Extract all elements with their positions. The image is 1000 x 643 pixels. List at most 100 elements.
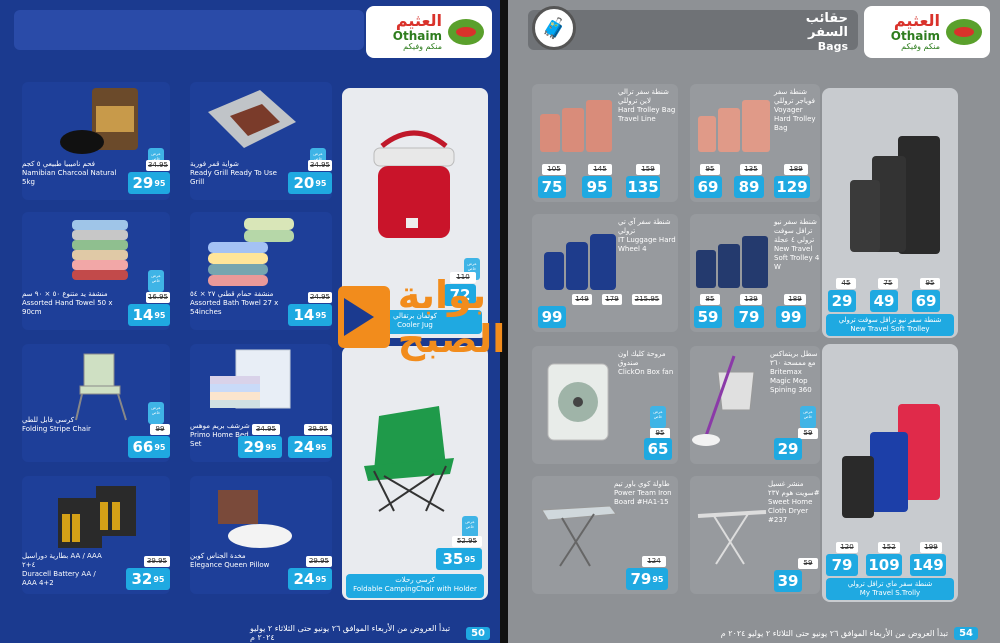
bed-set-icon bbox=[210, 349, 291, 409]
iron-board-icon bbox=[541, 505, 617, 567]
old-price: 179 bbox=[602, 294, 622, 305]
featured-label-ar: شنطة سفر ماي ترافل ترولي bbox=[847, 580, 933, 588]
featured-label-en: New Travel Soft Trolley bbox=[850, 325, 930, 334]
old-price: 95 bbox=[920, 278, 940, 289]
price-int: 29 bbox=[132, 174, 154, 192]
watermark-logo-icon bbox=[338, 286, 390, 348]
product-card-cloth-dryer[interactable]: منشر غسيل سويت هوم ٢٣٧# Sweet Home Cloth… bbox=[690, 476, 820, 594]
price-cents: 95 bbox=[652, 574, 664, 584]
footer-text: تبدأ العروض من الأربعاء الموافق ٢٦ يونيو… bbox=[720, 628, 949, 638]
product-card-chair[interactable]: كرسي قابل للطي Folding Stripe Chair عرض … bbox=[22, 344, 170, 462]
featured-label-en: Cooler Jug bbox=[397, 321, 433, 330]
old-price: 59 bbox=[798, 558, 818, 569]
luggage-set-icon bbox=[696, 236, 768, 288]
mop-bucket-icon bbox=[692, 355, 755, 446]
product-card-battery[interactable]: بطارية دوراسيل AA / AAA ٤+٢ Duracell Bat… bbox=[22, 476, 170, 594]
product-price: 39 bbox=[774, 570, 802, 592]
offer-tag: عرض خاص bbox=[800, 406, 816, 428]
product-name: منشفة حمام قطني ٢٧ × ٥٤ Assorted Bath To… bbox=[190, 290, 280, 317]
old-price: 135 bbox=[740, 164, 762, 175]
product-name-ar: شنطة سفر فوياجر تروللي bbox=[774, 88, 815, 106]
product-price: 69 bbox=[912, 290, 940, 312]
old-price: 34.95 bbox=[252, 424, 280, 435]
price-cents: 95 bbox=[265, 442, 277, 452]
product-card-bath-towel[interactable]: منشفة حمام قطني ٢٧ × ٥٤ Assorted Bath To… bbox=[190, 212, 332, 330]
product-card-hard-trolley[interactable]: شنطة سفر ترالي لاين تروللي Hard Trolley … bbox=[532, 84, 678, 202]
old-price: 95 bbox=[650, 428, 670, 439]
old-price: 99 bbox=[150, 424, 170, 435]
product-card-iron-board[interactable]: طاولة كوي باور تيم Power Team Iron Board… bbox=[532, 476, 678, 594]
page-number: 50 bbox=[466, 626, 490, 640]
product-price: 75 bbox=[538, 176, 566, 198]
featured-label: شنطة سفر ماي ترافل ترولي My Travel S.Tro… bbox=[826, 578, 954, 600]
product-price: 99 bbox=[538, 306, 566, 328]
watermark-text: بوابة الصبح bbox=[397, 273, 507, 361]
featured-my-travel-card[interactable]: 120 152 199 79 109 149 شنطة سفر ماي تراف… bbox=[822, 344, 958, 602]
othaim-mark-icon bbox=[946, 19, 982, 45]
charcoal-bag-icon bbox=[60, 88, 138, 154]
old-price: 139 bbox=[740, 294, 762, 305]
product-price: 79 bbox=[826, 554, 858, 576]
old-price: 16.95 bbox=[146, 292, 170, 303]
luggage-set-icon bbox=[540, 100, 612, 152]
product-name-ar: شنطة سفر آي تي ترولي bbox=[618, 218, 671, 236]
logo-tagline: منكم وفيكم bbox=[901, 41, 940, 51]
product-name: شرشف بريم موهس Primo Home Bed Set bbox=[190, 422, 250, 449]
product-name-en: New Travel Soft Trolley 4 W bbox=[774, 245, 820, 272]
old-price: 85 bbox=[700, 294, 720, 305]
product-name-ar: شرشف بريم موهس bbox=[190, 422, 250, 430]
old-price: 124 bbox=[642, 556, 666, 567]
product-name-ar: شنطة سفر ترالي لاين تروللي bbox=[618, 88, 669, 106]
product-card-mop[interactable]: سطل بريتماكس مع ممسحة ٣٦٠ Britemax Magic… bbox=[690, 346, 820, 464]
product-name-en: Hard Trolley Bag Travel Line bbox=[618, 106, 676, 124]
page-footer: تبدأ العروض من الأربعاء الموافق ٢٦ يونيو… bbox=[708, 623, 978, 643]
section-title: حقائب السفر Bags bbox=[788, 11, 848, 53]
product-name-en: Elegance Queen Pillow bbox=[190, 561, 270, 570]
product-name: مخدة الجناس كوين Elegance Queen Pillow bbox=[190, 552, 270, 570]
price-int: 24 bbox=[293, 438, 315, 456]
product-price: 65 bbox=[644, 438, 672, 460]
offer-tag: عرض خاص bbox=[148, 270, 164, 292]
price-cents: 95 bbox=[315, 310, 327, 320]
product-card-box-fan[interactable]: مروحة كليك اون صندوق ClickOn Box fan عرض… bbox=[532, 346, 678, 464]
section-title-ar: حقائب السفر bbox=[805, 11, 848, 41]
product-card-voyager[interactable]: شنطة سفر فوياجر تروللي Voyager Hard Trol… bbox=[690, 84, 820, 202]
featured-soft-trolley-card[interactable]: 45 75 95 29 49 69 شنطة سفر نيو ترافل سوف… bbox=[822, 88, 958, 338]
product-price: 29 bbox=[774, 438, 802, 460]
product-name-en: Voyager Hard Trolley Bag bbox=[774, 106, 816, 133]
product-name-en: IT Luggage Hard Wheel 4 bbox=[618, 236, 676, 254]
product-card-it-luggage[interactable]: شنطة سفر آي تي ترولي IT Luggage Hard Whe… bbox=[532, 214, 678, 332]
product-name: شنطة سفر ترالي لاين تروللي Hard Trolley … bbox=[618, 88, 678, 124]
featured-label: شنطة سفر نيو ترافل سوفت ترولي New Travel… bbox=[826, 314, 954, 336]
product-card-new-travel-soft[interactable]: شنطة سفر نيو ترافل سوفت ترولي ٤ عجلة New… bbox=[690, 214, 820, 332]
page-gutter bbox=[500, 0, 508, 643]
cloth-dryer-icon bbox=[697, 510, 767, 565]
product-name-ar: شنطة سفر نيو ترافل سوفت ترولي ٤ عجلة bbox=[774, 218, 817, 245]
old-price: 95 bbox=[700, 164, 720, 175]
product-name-ar: منشفة حمام قطني ٢٧ × ٥٤ bbox=[190, 290, 274, 298]
old-price: 29.95 bbox=[306, 556, 332, 567]
product-card-charcoal[interactable]: فحم ناميبيا طبيعي ٥ كجم Namibian Charcoa… bbox=[22, 82, 170, 200]
old-price: 189 bbox=[784, 294, 806, 305]
price-int: 20 bbox=[293, 174, 315, 192]
old-price: 105 bbox=[542, 164, 566, 175]
product-name-en: Ready Grill Ready To Use Grill bbox=[190, 169, 277, 187]
price-cents: 95 bbox=[153, 574, 165, 584]
price-int: 24 bbox=[293, 570, 315, 588]
price-int: 35 bbox=[442, 550, 464, 568]
product-card-grill[interactable]: شواية قمر فورية Ready Grill Ready To Use… bbox=[190, 82, 332, 200]
product-price: 69 bbox=[694, 176, 722, 198]
product-card-bedset[interactable]: شرشف بريم موهس Primo Home Bed Set 34.95 … bbox=[190, 344, 332, 462]
product-name-en: Sweet Home Cloth Dryer #237 bbox=[768, 498, 813, 525]
product-card-hand-towel[interactable]: منشفة يد متنوع ٥٠ × ٩٠ سم Assorted Hand … bbox=[22, 212, 170, 330]
product-card-pillow[interactable]: مخدة الجناس كوين Elegance Queen Pillow 2… bbox=[190, 476, 332, 594]
grill-pack-icon bbox=[208, 90, 296, 148]
bath-towel-icon bbox=[208, 218, 294, 286]
product-price: 59 bbox=[694, 306, 722, 328]
old-price: 189 bbox=[784, 164, 808, 175]
old-price: 39.95 bbox=[144, 556, 170, 567]
